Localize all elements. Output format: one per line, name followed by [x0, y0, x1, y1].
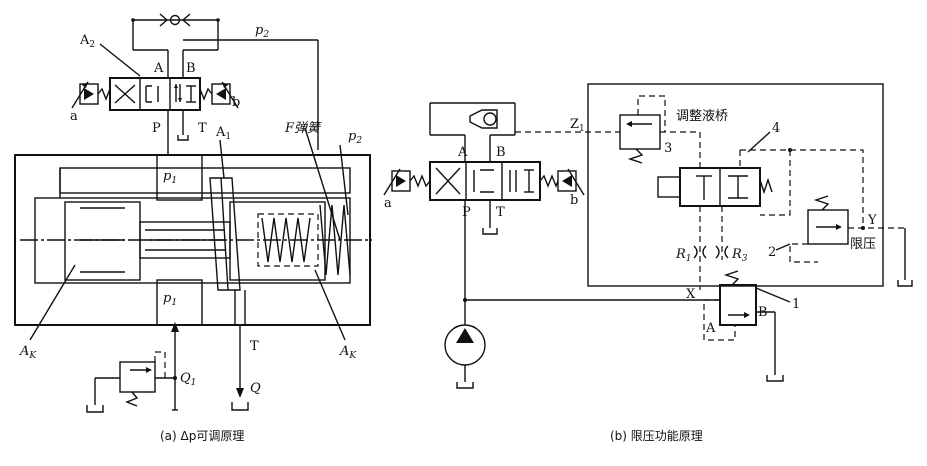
label-p1-bottom: p1 — [163, 291, 177, 308]
limit-valve-2 — [775, 195, 849, 263]
label-A-bottom: A — [705, 321, 716, 336]
label-p1-top: p1 — [163, 169, 177, 186]
main-pump-body — [14, 154, 372, 326]
label-a: a — [70, 109, 78, 124]
label-A-b: A — [457, 145, 468, 160]
bottom-relief-valve — [86, 322, 179, 413]
label-B-bottom: B — [758, 305, 768, 320]
label-R3: R3 — [731, 247, 748, 264]
label-A1: A1 — [215, 125, 231, 142]
label-p2-right: p2 — [348, 129, 362, 146]
label-2: 2 — [768, 245, 776, 260]
label-T: T — [198, 121, 207, 136]
label-Y: Y — [867, 213, 877, 228]
label-Z1: Z1 — [570, 117, 585, 134]
label-b: b — [232, 95, 240, 110]
label-AK-left: AK — [19, 344, 37, 361]
directional-valve-a — [71, 77, 239, 111]
directional-valve-b — [383, 161, 585, 201]
pump — [444, 300, 486, 389]
label-a-b: a — [384, 196, 392, 211]
label-1: 1 — [792, 297, 800, 312]
label-F-spring: F弹簧 — [284, 120, 322, 136]
top-shuttle-valve — [131, 13, 220, 78]
figure-a: A2 A B P T a b p2 p1 p1 A1 F弹簧 p2 AK AK … — [14, 13, 372, 443]
label-AK-right: AK — [339, 344, 357, 361]
label-4: 4 — [772, 121, 780, 136]
label-P: P — [152, 121, 161, 136]
label-3: 3 — [664, 141, 672, 156]
valve-4 — [657, 131, 773, 207]
label-T-out: T — [250, 339, 259, 354]
main-valve-1 — [703, 270, 791, 382]
label-b-b: b — [570, 193, 578, 208]
right-shuttle — [429, 102, 516, 162]
label-A2: A2 — [79, 33, 95, 50]
label-T-b: T — [496, 205, 505, 220]
label-P-b: P — [462, 205, 471, 220]
caption-a: (a) Δp可调原理 — [160, 429, 244, 443]
bridge-valve-3 — [619, 95, 700, 164]
label-bridge: 调整液桥 — [676, 109, 728, 124]
label-B: B — [186, 61, 196, 76]
label-A: A — [153, 61, 164, 76]
label-B-b: B — [496, 145, 506, 160]
caption-b: (b) 限压功能原理 — [610, 429, 703, 443]
label-limit: 限压 — [850, 237, 876, 252]
label-X: X — [686, 287, 696, 302]
restrictors — [693, 206, 729, 290]
label-R1: R1 — [675, 247, 692, 264]
label-p2-top: p2 — [255, 23, 269, 40]
label-Q1: Q1 — [180, 371, 196, 388]
figure-b: A B P T a b Z1 调整液桥 3 4 2 限压 Y X R1 R3 1… — [383, 83, 913, 443]
label-Q: Q — [250, 381, 261, 396]
